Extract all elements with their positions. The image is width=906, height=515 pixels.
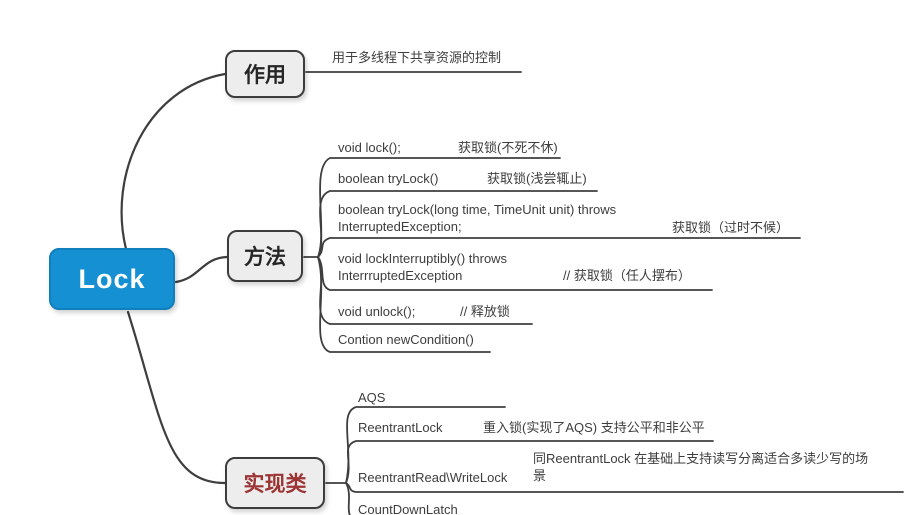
impl-readwritelock-note[interactable]: 同ReentrantLock 在基础上支持读写分离适合多读少写的场景 [533, 451, 869, 483]
method-unlock-note[interactable]: // 释放锁 [460, 304, 510, 319]
method-trylock-note[interactable]: 获取锁(浅尝辄止) [487, 171, 587, 186]
topic-node-implementations[interactable]: 实现类 [225, 457, 325, 509]
method-lock-note[interactable]: 获取锁(不死不休) [458, 140, 558, 155]
impl-reentrantlock-code[interactable]: ReentrantLock [358, 420, 443, 435]
topic-methods-label: 方法 [244, 246, 286, 269]
impl-aqs-code[interactable]: AQS [358, 390, 386, 405]
impl-countdownlatch-code[interactable]: CountDownLatch [358, 502, 458, 515]
purpose-description[interactable]: 用于多线程下共享资源的控制 [332, 50, 502, 65]
method-lockinterruptibly-code[interactable]: void lockInterruptibly() throws Interrru… [338, 251, 508, 283]
topic-node-purpose[interactable]: 作用 [225, 50, 305, 98]
topic-impl-label: 实现类 [243, 473, 307, 496]
root-node-lock[interactable]: Lock [49, 248, 175, 310]
method-trylock-code[interactable]: boolean tryLock() [338, 171, 439, 186]
impl-reentrantlock-note[interactable]: 重入锁(实现了AQS) 支持公平和非公平 [483, 420, 705, 435]
topic-node-methods[interactable]: 方法 [227, 230, 303, 282]
method-newcondition-code[interactable]: Contion newCondition() [338, 332, 474, 347]
method-lock-code[interactable]: void lock(); [338, 140, 401, 155]
impl-readwritelock-code[interactable]: ReentrantRead\WriteLock [358, 470, 508, 485]
method-unlock-code[interactable]: void unlock(); [338, 304, 416, 319]
method-lockinterruptibly-note[interactable]: // 获取锁（任人摆布） [563, 268, 691, 283]
topic-purpose-label: 作用 [244, 64, 286, 87]
root-node-label: Lock [78, 263, 146, 294]
method-trylock-timeout-note[interactable]: 获取锁（过时不候） [672, 220, 790, 235]
method-trylock-timeout-code[interactable]: boolean tryLock(long time, TimeUnit unit… [338, 202, 617, 234]
